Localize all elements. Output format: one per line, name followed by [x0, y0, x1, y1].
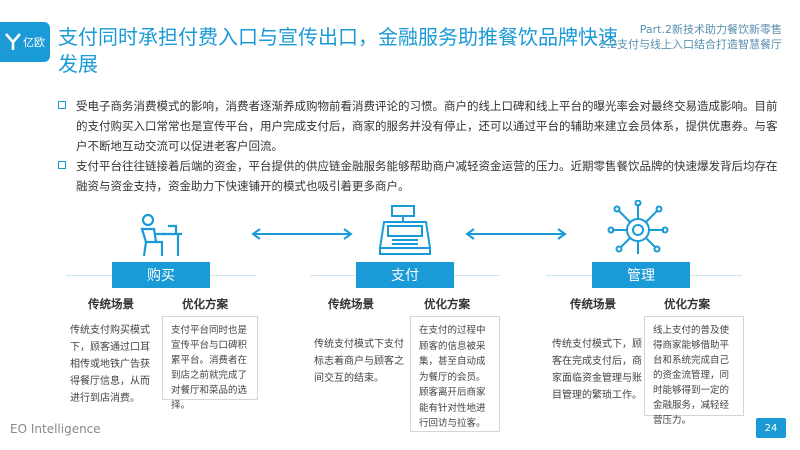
- label-payment: 支付: [356, 262, 454, 288]
- section-header: Part.2新技术助力餐饮新零售 2.2支付与线上入口结合打造智慧餐厅: [600, 22, 783, 52]
- brand-logo: 亿欧: [0, 22, 50, 62]
- optimized-text: 在支付的过程中顾客的信息被采集，甚至自动成为餐厅的会员。顾客离开后商家能有针对性…: [410, 316, 500, 432]
- page-title: 支付同时承担付费入口与宣传出口，金融服务助推餐饮品牌快速发展: [58, 25, 618, 76]
- traditional-title: 传统场景: [570, 297, 616, 311]
- traditional-title: 传统场景: [88, 297, 134, 311]
- person-at-desk-icon: [140, 213, 182, 257]
- label-management: 管理: [592, 262, 690, 288]
- traditional-text: 传统支付模式下支付标志着商户与顾客之间交互的结束。: [314, 339, 404, 384]
- traditional-text: 传统支付购买模式下，顾客通过口耳相传或地铁广告获得餐厅信息，从而进行到店消费。: [70, 325, 150, 404]
- bullet-list: 受电子商务消费模式的影响，消费者逐渐养成购物前看消费评论的习惯。商户的线上口碑和…: [58, 96, 778, 196]
- bullet-square-icon: [58, 101, 66, 109]
- optimized-title: 优化方案: [424, 297, 470, 311]
- optimized-title: 优化方案: [664, 297, 710, 311]
- part-line-1: Part.2新技术助力餐饮新零售: [639, 23, 782, 36]
- double-arrow-icon: [251, 228, 353, 240]
- label-purchase: 购买: [112, 262, 210, 288]
- bullet-item: 受电子商务消费模式的影响，消费者逐渐养成购物前看消费评论的习惯。商户的线上口碑和…: [58, 96, 778, 156]
- optimized-text: 支付平台同时也是宣传平台与口碑积累平台。消费者在到店之前就完成了对餐厅和菜品的选…: [162, 316, 258, 411]
- part-line-2: 2.2支付与线上入口结合打造智慧餐厅: [599, 38, 783, 51]
- footer-brand: EO Intelligence: [10, 422, 101, 436]
- page-number: 24: [756, 418, 786, 438]
- traditional-title: 传统场景: [328, 297, 374, 311]
- bullet-item: 支付平台往往链接着后端的资金，平台提供的供应链金融服务能够帮助商户减轻资金运营的…: [58, 156, 778, 196]
- bullet-square-icon: [58, 161, 66, 169]
- bullet-text: 支付平台往往链接着后端的资金，平台提供的供应链金融服务能够帮助商户减轻资金运营的…: [76, 159, 778, 193]
- cash-register-icon: [378, 205, 432, 255]
- optimized-text: 线上支付的普及使得商家能够借助平台和系统完成自己的资金流管理，同时能够得到一定的…: [644, 316, 744, 426]
- y-logo-icon: [5, 33, 21, 50]
- double-arrow-icon: [465, 228, 567, 240]
- optimized-title: 优化方案: [182, 297, 228, 311]
- network-gear-icon: [607, 200, 669, 254]
- bullet-text: 受电子商务消费模式的影响，消费者逐渐养成购物前看消费评论的习惯。商户的线上口碑和…: [76, 99, 778, 153]
- logo-text: 亿欧: [23, 36, 45, 49]
- traditional-text: 传统支付模式下，顾客在完成支付后，商家面临资金管理与账目管理的繁琐工作。: [552, 339, 642, 401]
